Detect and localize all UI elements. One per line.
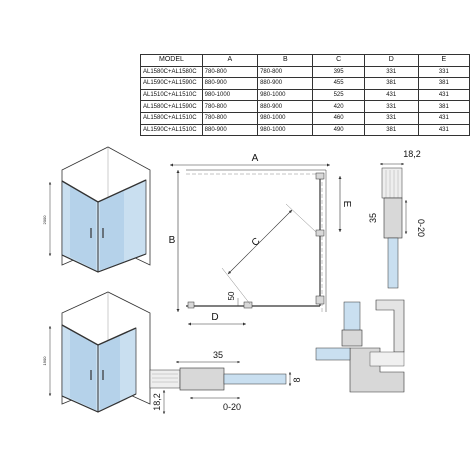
table-cell: 880-900: [201, 123, 259, 137]
enclosure-isometric-bottom: 1900: [42, 291, 151, 413]
table-row: AL1590C+AL1510C 880-900 980-1000 490 381…: [140, 123, 470, 137]
depth-label: 35: [213, 350, 223, 360]
height-label: 2000: [42, 215, 47, 225]
table-cell: 490: [312, 123, 365, 137]
wall-anchor: [149, 369, 181, 389]
corner-bracket: [375, 299, 405, 353]
range-label: 0-20: [223, 402, 241, 412]
table-cell: 431: [417, 123, 470, 137]
table-cell: 980-1000: [257, 123, 314, 137]
wall-anchor-hatch: [152, 373, 178, 383]
glass-edge: [387, 237, 399, 289]
profile-fitting: [315, 229, 325, 237]
table-row: AL1580C+AL1510C 780-800 980-1000 460 331…: [140, 111, 470, 125]
door-swing-line: [221, 267, 251, 305]
corner-seal: [369, 351, 405, 367]
glass-edge: [315, 347, 351, 361]
plan-view: A B C 50 D: [169, 153, 352, 326]
glass-door-right: [100, 336, 120, 410]
glass-label: 8: [292, 377, 302, 382]
corner-fitting: [315, 295, 325, 305]
range-label: 0-20: [416, 219, 426, 237]
glass-door-right: [100, 191, 124, 270]
dimension-e-label: E: [341, 201, 352, 208]
wall-profile-detail-right: 18,2 35 0-20: [368, 149, 426, 289]
table-cell: AL1590C+AL1510C: [140, 123, 203, 137]
wall-anchor-hatch: [385, 170, 399, 198]
door-swing-line: [285, 203, 317, 233]
height-label: 1900: [42, 356, 47, 366]
dimension-c-label: C: [250, 236, 263, 249]
dimension-table: MODEL A B C D E AL1580C+AL1580C 780-800 …: [140, 54, 470, 137]
glass-door-left: [70, 186, 96, 270]
wall-profile: [383, 197, 403, 239]
profile-fitting: [315, 172, 325, 180]
glass-door-left: [70, 330, 96, 410]
table-cell: 880-900: [201, 77, 259, 90]
dimension-a-label: A: [252, 153, 259, 164]
depth-label: 35: [368, 213, 378, 223]
dimension-d-label: D: [211, 312, 218, 323]
enclosure-isometric-top: 2000: [42, 146, 151, 273]
table-cell: 431: [417, 88, 470, 102]
table-row: AL1510C+AL1510C 980-1000 980-1000 525 43…: [140, 88, 470, 102]
profile-fitting: [187, 301, 195, 309]
wall-anchor: [381, 167, 403, 199]
corner-base: [349, 347, 405, 393]
wall-profile: [179, 367, 225, 391]
dimension-b-label: B: [169, 235, 176, 246]
dimension-50-label: 50: [227, 291, 236, 300]
table-row: AL1580C+AL1580C 780-800 780-800 395 331 …: [140, 65, 470, 79]
corner-profile: [341, 329, 363, 347]
glass-edge: [223, 373, 287, 385]
wall-outline: [186, 169, 327, 312]
profile-fitting: [243, 301, 253, 309]
width-label: 18,2: [152, 393, 162, 411]
wall-profile-detail-bottom: 35 8 0-20 18,2: [149, 350, 302, 414]
dimension-c-line: [227, 209, 293, 275]
width-label: 18,2: [403, 149, 421, 159]
corner-detail: [315, 299, 405, 393]
